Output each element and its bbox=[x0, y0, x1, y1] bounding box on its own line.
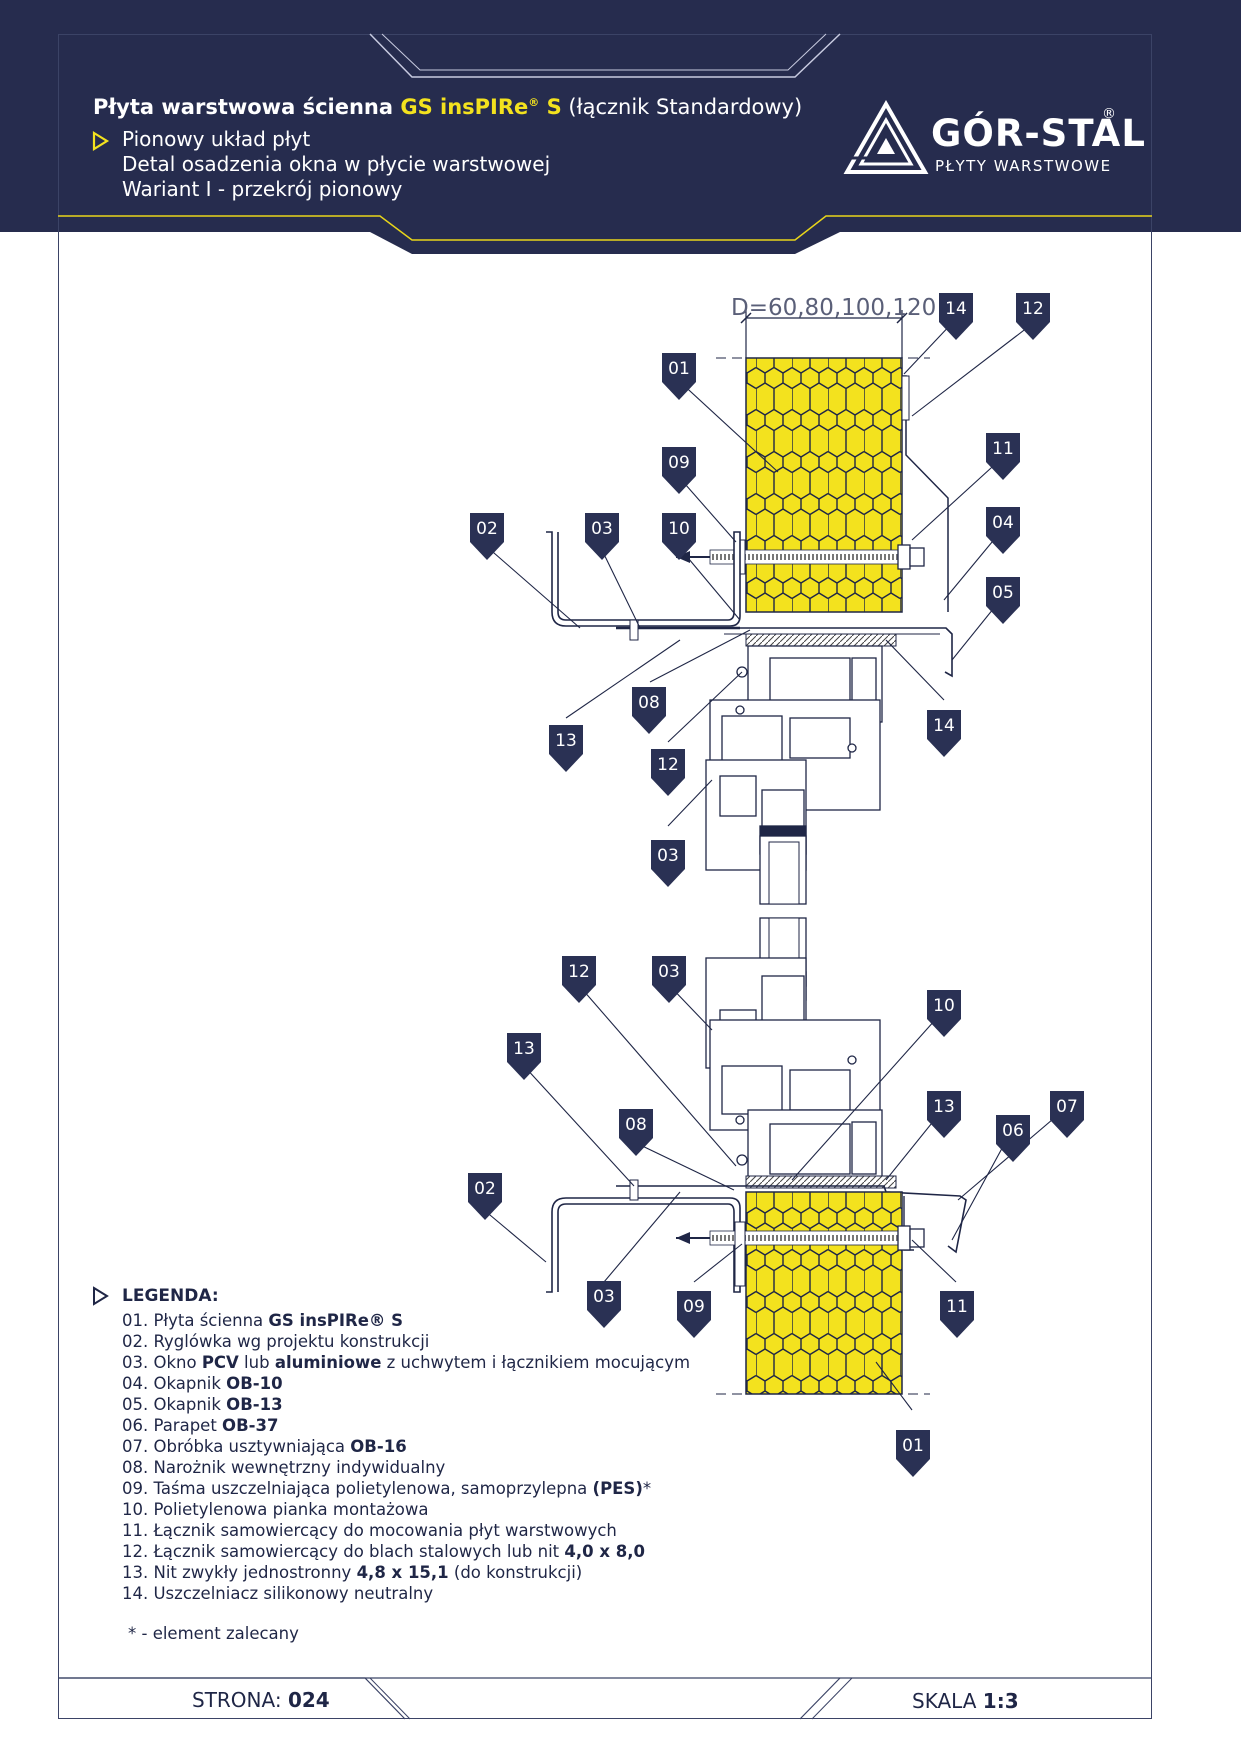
legend-item: 14. Uszczelniacz silikonowy neutralny bbox=[122, 1584, 434, 1603]
callout-label: 12 bbox=[657, 755, 679, 775]
legend-item: 07. Obróbka usztywniająca OB-16 bbox=[122, 1437, 407, 1456]
callout-label: 09 bbox=[683, 1297, 705, 1317]
callout-label: 09 bbox=[668, 453, 690, 473]
callout-label: 13 bbox=[555, 731, 577, 751]
callout-marker-top-11: 14 bbox=[927, 710, 961, 757]
callout-label: 02 bbox=[476, 519, 498, 539]
callout-label: 03 bbox=[591, 519, 613, 539]
callout-marker-top-8: 10 bbox=[662, 513, 696, 560]
callout-marker-top-14: 03 bbox=[651, 840, 685, 887]
legend-title: LEGENDA: bbox=[122, 1286, 219, 1306]
page-title: Płyta warstwowa ścienna GS insPIRe® S (ł… bbox=[93, 95, 803, 119]
callout-marker-top-6: 02 bbox=[470, 513, 504, 560]
callout-marker-top-5: 04 bbox=[986, 507, 1020, 554]
subtitle-line-1: Pionowy układ płyt bbox=[122, 127, 311, 151]
legend-item: 11. Łącznik samowiercący do mocowania pł… bbox=[122, 1521, 617, 1540]
leader-lines bbox=[483, 319, 1067, 1411]
subtitle-line-2: Detal osadzenia okna w płycie warstwowej bbox=[122, 152, 551, 176]
callout-label: 14 bbox=[945, 299, 967, 319]
scale-label: SKALA 1:3 bbox=[912, 1689, 1019, 1713]
legend-item: 04. Okapnik OB-10 bbox=[122, 1374, 283, 1393]
window-frame-bottom bbox=[705, 917, 883, 1187]
callout-label: 03 bbox=[658, 962, 680, 982]
callout-label: 11 bbox=[992, 439, 1014, 459]
legend-item: 08. Narożnik wewnętrzny indywidualny bbox=[122, 1458, 446, 1477]
brand-tagline: PŁYTY WARSTWOWE bbox=[935, 157, 1112, 175]
footnote: * - element zalecany bbox=[128, 1624, 299, 1643]
callout-marker-top-7: 03 bbox=[585, 513, 619, 560]
callout-label: 12 bbox=[1022, 299, 1044, 319]
callout-marker-top-3: 11 bbox=[986, 433, 1020, 480]
brand-name: GÓR-STAL bbox=[931, 112, 1146, 155]
callout-label: 07 bbox=[1056, 1097, 1078, 1117]
callout-marker-bottom-5: 07 bbox=[1050, 1091, 1084, 1138]
dimension-line bbox=[740, 310, 908, 358]
page-frame bbox=[58, 34, 1152, 1719]
callout-label: 10 bbox=[668, 519, 690, 539]
callout-marker-top-1: 12 bbox=[1016, 293, 1050, 340]
callout-label: 10 bbox=[933, 996, 955, 1016]
callout-marker-top-12: 13 bbox=[549, 725, 583, 772]
callout-marker-bottom-0: 12 bbox=[562, 956, 596, 1003]
callout-label: 14 bbox=[933, 716, 955, 736]
callout-marker-bottom-11: 11 bbox=[940, 1291, 974, 1338]
callout-marker-top-2: 01 bbox=[662, 353, 696, 400]
callout-label: 11 bbox=[946, 1297, 968, 1317]
callout-marker-top-13: 12 bbox=[651, 749, 685, 796]
legend-item: 13. Nit zwykły jednostronny 4,8 x 15,1 (… bbox=[122, 1563, 583, 1582]
legend-item: 10. Polietylenowa pianka montażowa bbox=[122, 1500, 429, 1519]
callout-marker-bottom-8: 02 bbox=[468, 1173, 502, 1220]
callout-marker-bottom-2: 10 bbox=[927, 990, 961, 1037]
callout-marker-bottom-10: 09 bbox=[677, 1291, 711, 1338]
callout-label: 04 bbox=[992, 513, 1014, 533]
arrow-bullet-icon bbox=[92, 131, 110, 151]
callout-marker-bottom-6: 06 bbox=[996, 1115, 1030, 1162]
callout-label: 08 bbox=[625, 1115, 647, 1135]
legend-list: 01. Płyta ścienna GS insPIRe® S 02. Rygl… bbox=[122, 1310, 690, 1604]
legend-item: 09. Taśma uszczelniająca polietylenowa, … bbox=[122, 1479, 652, 1498]
legend-item: 03. Okno PCV lub aluminiowe z uchwytem i… bbox=[122, 1353, 691, 1372]
callout-marker-top-9: 05 bbox=[986, 577, 1020, 624]
callout-marker-bottom-1: 03 bbox=[652, 956, 686, 1003]
dimension-label: D=60,80,100,120 bbox=[731, 295, 936, 321]
callout-label: 03 bbox=[657, 846, 679, 866]
legend-item: 02. Ryglówka wg projektu konstrukcji bbox=[122, 1332, 430, 1351]
callout-marker-bottom-9: 03 bbox=[587, 1281, 621, 1328]
header-band bbox=[0, 0, 1241, 232]
callout-marker-bottom-3: 13 bbox=[507, 1033, 541, 1080]
callout-label: 05 bbox=[992, 583, 1014, 603]
legend-item: 06. Parapet OB-37 bbox=[122, 1416, 279, 1435]
callout-label: 13 bbox=[933, 1097, 955, 1117]
callout-label: 03 bbox=[593, 1287, 615, 1307]
subtitle-line-3: Wariant I - przekrój pionowy bbox=[122, 177, 403, 201]
legend-item: 12. Łącznik samowiercący do blach stalow… bbox=[122, 1542, 645, 1561]
legend-arrow-icon bbox=[93, 1286, 109, 1306]
callout-label: 01 bbox=[902, 1436, 924, 1456]
callout-marker-bottom-4: 13 bbox=[927, 1091, 961, 1138]
callout-marker-top-4: 09 bbox=[662, 447, 696, 494]
callout-label: 12 bbox=[568, 962, 590, 982]
callout-marker-bottom-7: 08 bbox=[619, 1109, 653, 1156]
callout-label: 01 bbox=[668, 359, 690, 379]
brand-logo-icon bbox=[843, 100, 929, 174]
callout-label: 06 bbox=[1002, 1121, 1024, 1141]
callout-marker-top-10: 08 bbox=[632, 687, 666, 734]
top-sandwich-panel bbox=[546, 357, 953, 678]
legend-item: 05. Okapnik OB-13 bbox=[122, 1395, 283, 1414]
brand-reg-mark: ® bbox=[1102, 106, 1116, 122]
bottom-sandwich-panel bbox=[546, 1175, 967, 1395]
callout-label: 08 bbox=[638, 693, 660, 713]
window-frame-top bbox=[705, 645, 883, 905]
callout-label: 02 bbox=[474, 1179, 496, 1199]
callout-marker-top-0: 14 bbox=[939, 293, 973, 340]
callout-label: 13 bbox=[513, 1039, 535, 1059]
page-number: STRONA: 024 bbox=[192, 1688, 330, 1712]
callout-marker-bottom-12: 01 bbox=[896, 1430, 930, 1477]
legend-item: 01. Płyta ścienna GS insPIRe® S bbox=[122, 1311, 404, 1330]
